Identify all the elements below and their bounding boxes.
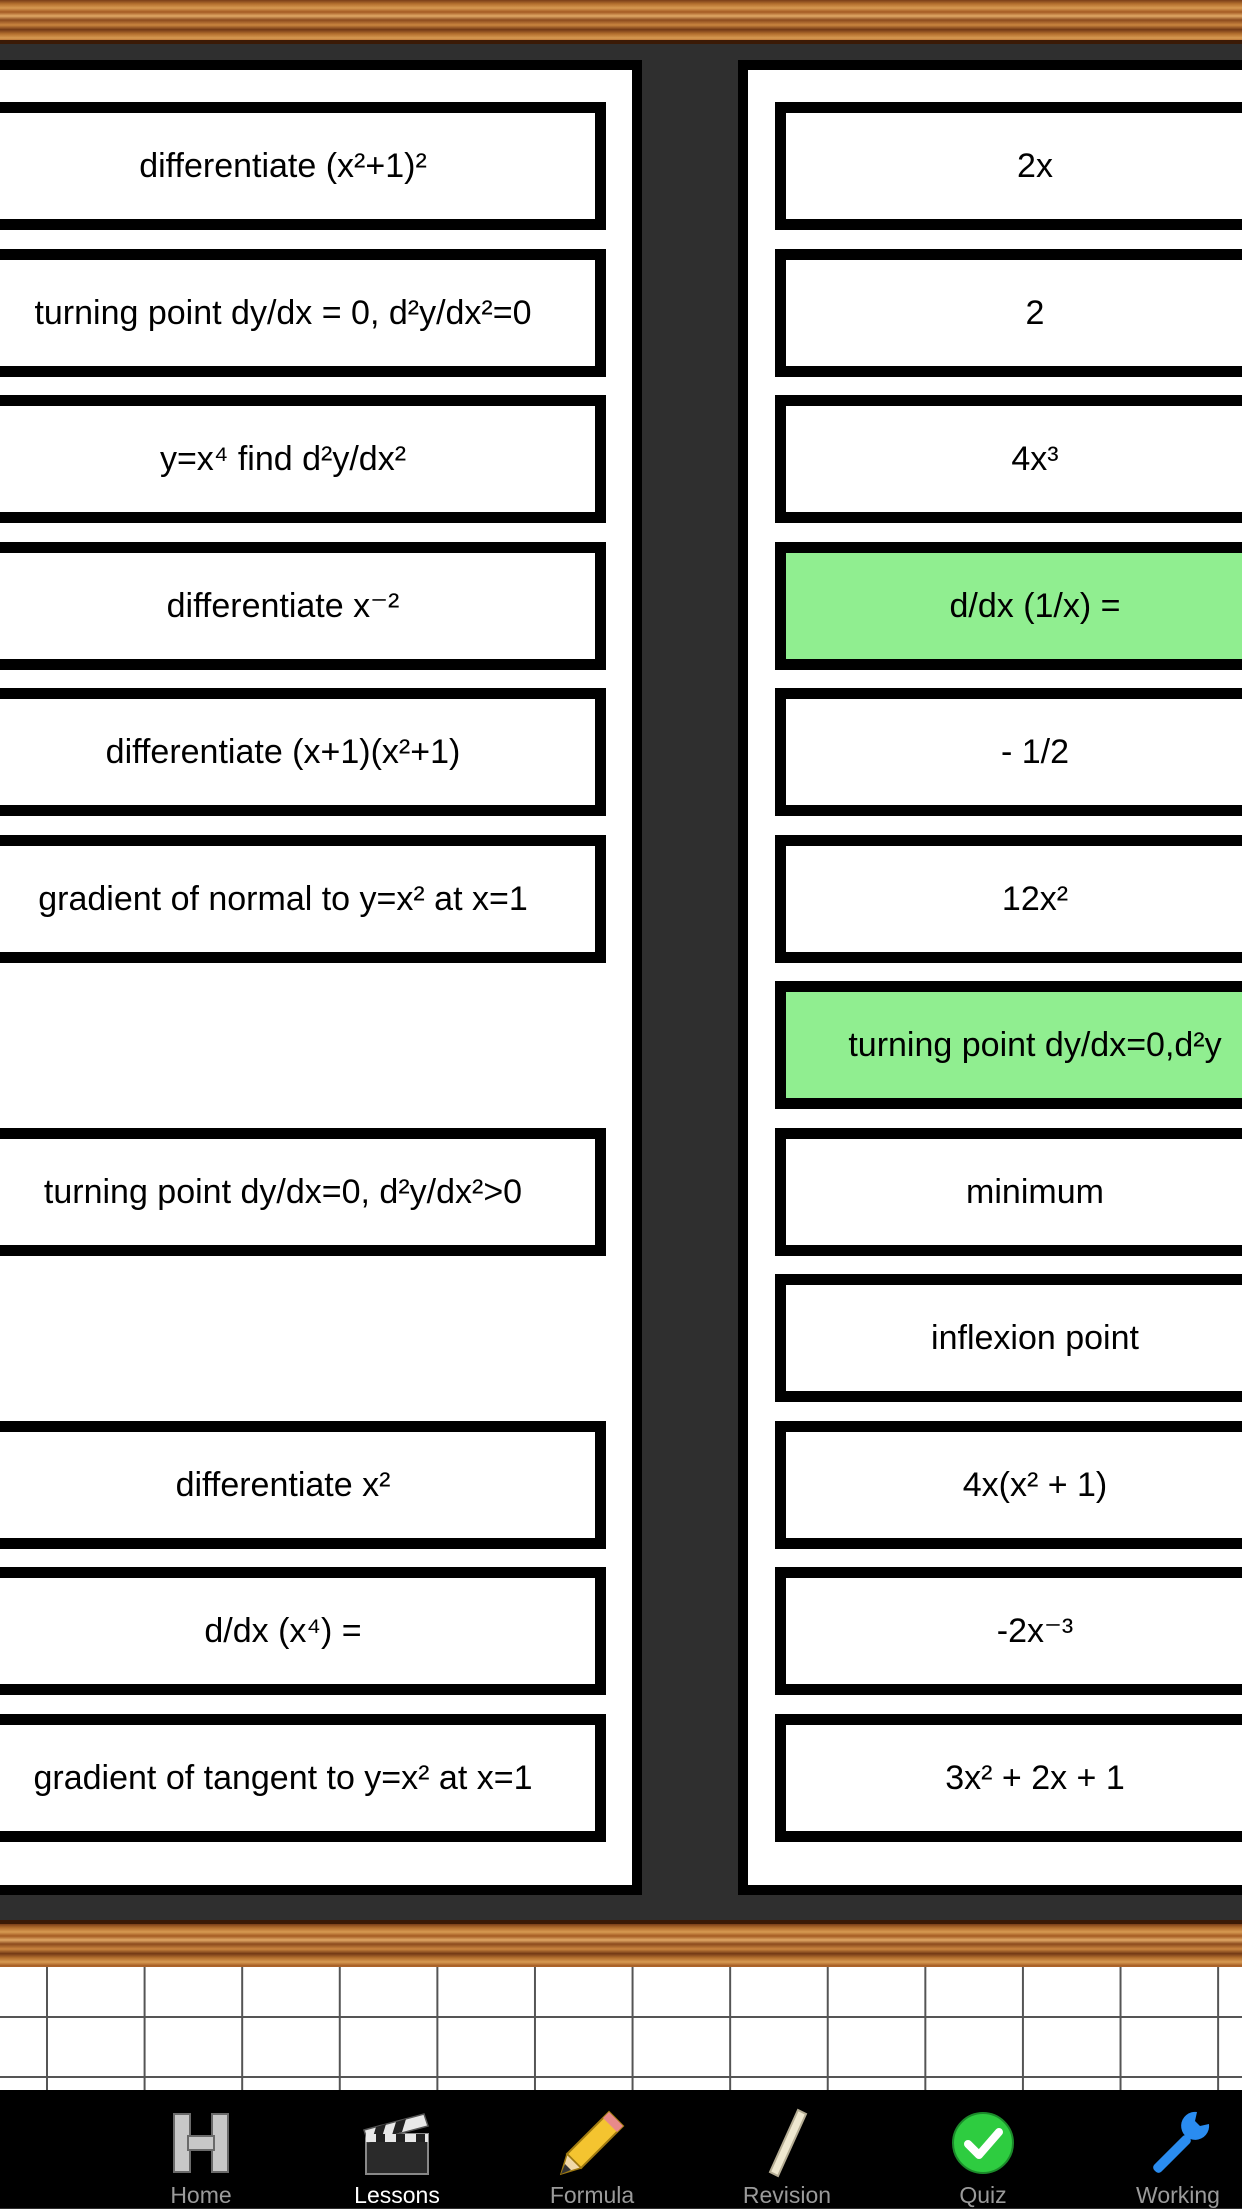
answer-card[interactable]: -2x⁻³: [775, 1567, 1242, 1695]
answer-card[interactable]: d/dx (1/x) =: [775, 542, 1242, 670]
answer-card[interactable]: turning point dy/dx=0,d²y: [775, 981, 1242, 1109]
chalk-icon: [768, 2108, 808, 2178]
answer-card[interactable]: 4x³: [775, 395, 1242, 523]
tab-home[interactable]: Home: [106, 2090, 296, 2208]
tab-lessons[interactable]: Lessons: [302, 2090, 492, 2208]
tab-quiz[interactable]: Quiz: [888, 2090, 1078, 2208]
answer-card[interactable]: 2: [775, 249, 1242, 377]
tab-label: Quiz: [959, 2182, 1007, 2208]
answer-card[interactable]: inflexion point: [775, 1274, 1242, 1402]
tab-label: Formula: [549, 2182, 635, 2208]
wrench-icon: [1153, 2111, 1210, 2173]
tab-working[interactable]: Working: [1083, 2090, 1242, 2208]
tab-label: Lessons: [354, 2182, 440, 2208]
answer-card[interactable]: 2x: [775, 102, 1242, 230]
answer-card[interactable]: minimum: [775, 1128, 1242, 1256]
chalkboard-frame-bottom: [0, 1920, 1242, 1971]
clapperboard-icon: [363, 2113, 429, 2175]
answer-card[interactable]: - 1/2: [775, 688, 1242, 816]
pencil-icon: [559, 2110, 625, 2176]
question-card[interactable]: gradient of normal to y=x² at x=1: [0, 835, 606, 963]
bottom-tab-bar: Home Lessons Formula Revision: [0, 2090, 1242, 2208]
question-card[interactable]: differentiate x²: [0, 1421, 606, 1549]
tab-label: Home: [170, 2182, 232, 2208]
working-grid[interactable]: [0, 1967, 1242, 2090]
question-card[interactable]: differentiate (x²+1)²: [0, 102, 606, 230]
question-card[interactable]: turning point dy/dx=0, d²y/dx²>0: [0, 1128, 606, 1256]
question-card[interactable]: differentiate x⁻²: [0, 542, 606, 670]
tab-formula[interactable]: Formula: [497, 2090, 687, 2208]
tab-label: Working: [1136, 2182, 1220, 2208]
checkmark-icon: [952, 2112, 1014, 2174]
chalkboard-frame-top: [0, 0, 1242, 44]
question-card[interactable]: gradient of tangent to y=x² at x=1: [0, 1714, 606, 1842]
question-card[interactable]: y=x⁴ find d²y/dx²: [0, 395, 606, 523]
question-card[interactable]: d/dx (x⁴) =: [0, 1567, 606, 1695]
question-card[interactable]: turning point dy/dx = 0, d²y/dx²=0: [0, 249, 606, 377]
answer-card[interactable]: 3x² + 2x + 1: [775, 1714, 1242, 1842]
tab-label: Revision: [742, 2182, 832, 2208]
answer-card[interactable]: 4x(x² + 1): [775, 1421, 1242, 1549]
answer-card[interactable]: 12x²: [775, 835, 1242, 963]
home-h-icon: [173, 2113, 229, 2173]
question-card[interactable]: differentiate (x+1)(x²+1): [0, 688, 606, 816]
tab-revision[interactable]: Revision: [692, 2090, 882, 2208]
